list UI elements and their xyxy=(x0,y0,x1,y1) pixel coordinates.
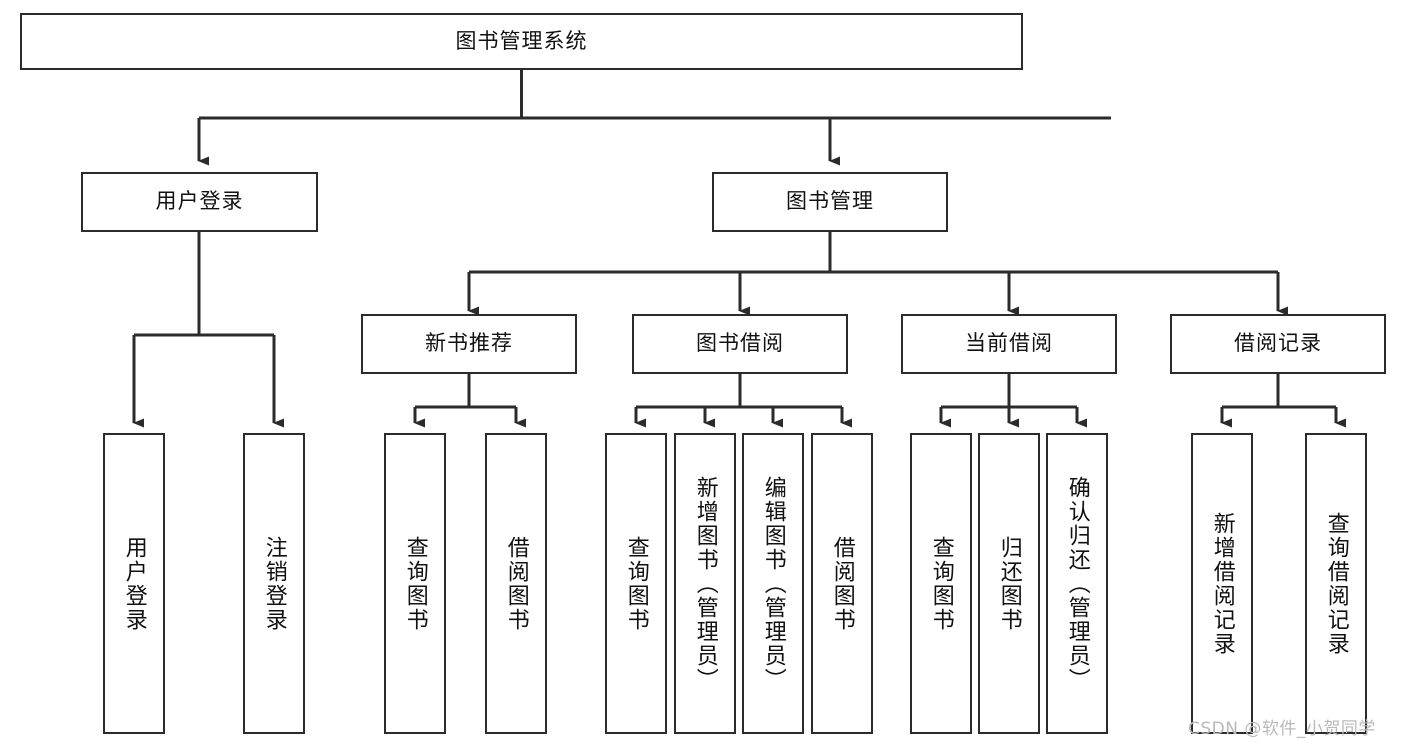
node-root-system-label: 图书管理系统 xyxy=(455,28,588,53)
leaf-query-book-current[interactable]: 查询图书 xyxy=(910,433,972,734)
node-book-management[interactable]: 图书管理 xyxy=(712,172,948,232)
node-new-book-recommend-label: 新书推荐 xyxy=(425,331,513,356)
leaf-query-book-borrow-label: 查询图书 xyxy=(623,535,649,632)
leaf-borrow-book-label: 借阅图书 xyxy=(829,535,855,632)
node-root-system[interactable]: 图书管理系统 xyxy=(20,13,1023,70)
leaf-add-borrow-record[interactable]: 新增借阅记录 xyxy=(1191,433,1253,734)
leaf-query-borrow-record-label: 查询借阅记录 xyxy=(1323,511,1349,656)
leaf-user-logout[interactable]: 注销登录 xyxy=(243,433,305,734)
node-user-login-label: 用户登录 xyxy=(155,189,244,214)
node-book-borrow[interactable]: 图书借阅 xyxy=(632,314,848,374)
leaf-borrow-book-recommend-label: 借阅图书 xyxy=(503,535,529,632)
node-borrow-record[interactable]: 借阅记录 xyxy=(1170,314,1386,374)
leaf-query-book-current-label: 查询图书 xyxy=(928,535,954,632)
leaf-confirm-return-admin-label: 确认归还（管理员） xyxy=(1064,475,1090,692)
leaf-user-logout-label: 注销登录 xyxy=(261,535,287,632)
leaf-add-book-admin[interactable]: 新增图书（管理员） xyxy=(674,433,736,734)
node-user-login[interactable]: 用户登录 xyxy=(81,172,318,232)
node-borrow-record-label: 借阅记录 xyxy=(1234,331,1322,356)
leaf-return-book[interactable]: 归还图书 xyxy=(978,433,1040,734)
leaf-query-book-recommend[interactable]: 查询图书 xyxy=(384,433,446,734)
leaf-query-book-recommend-label: 查询图书 xyxy=(402,535,428,632)
leaf-borrow-book-recommend[interactable]: 借阅图书 xyxy=(485,433,547,734)
node-book-borrow-label: 图书借阅 xyxy=(696,331,784,356)
leaf-query-book-borrow[interactable]: 查询图书 xyxy=(605,433,667,734)
node-current-borrow-label: 当前借阅 xyxy=(965,331,1053,356)
leaf-return-book-label: 归还图书 xyxy=(996,535,1022,632)
node-current-borrow[interactable]: 当前借阅 xyxy=(901,314,1117,374)
csdn-watermark: CSDN @软件_小贺同学 xyxy=(1188,719,1376,739)
leaf-confirm-return-admin[interactable]: 确认归还（管理员） xyxy=(1046,433,1108,734)
leaf-user-login[interactable]: 用户登录 xyxy=(103,433,165,734)
node-book-management-label: 图书管理 xyxy=(786,189,874,214)
leaf-edit-book-admin-label: 编辑图书（管理员） xyxy=(760,475,786,692)
leaf-add-borrow-record-label: 新增借阅记录 xyxy=(1209,511,1235,656)
leaf-query-borrow-record[interactable]: 查询借阅记录 xyxy=(1305,433,1367,734)
leaf-user-login-label: 用户登录 xyxy=(121,535,147,632)
leaf-edit-book-admin[interactable]: 编辑图书（管理员） xyxy=(742,433,804,734)
node-new-book-recommend[interactable]: 新书推荐 xyxy=(361,314,577,374)
leaf-borrow-book[interactable]: 借阅图书 xyxy=(811,433,873,734)
leaf-add-book-admin-label: 新增图书（管理员） xyxy=(692,475,718,692)
